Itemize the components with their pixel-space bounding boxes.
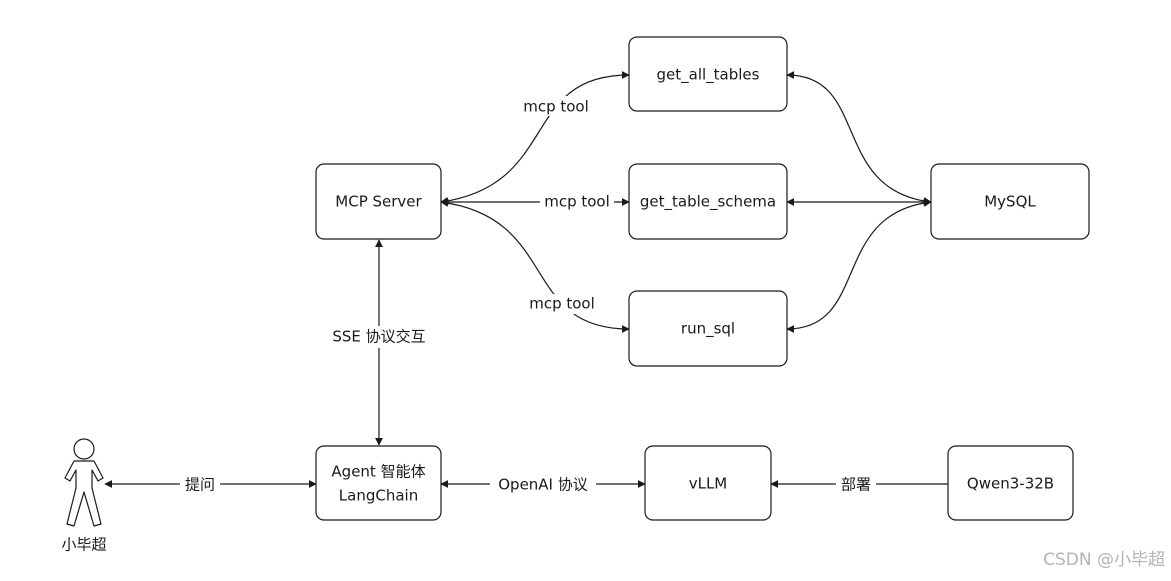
- get-all-tables-label: get_all_tables: [657, 66, 760, 85]
- label-mcp-tool-top: mcp tool: [523, 98, 589, 116]
- label-deploy: 部署: [841, 476, 871, 494]
- node-get-all-tables: get_all_tables: [628, 36, 788, 112]
- mcp-server-label: MCP Server: [335, 193, 422, 211]
- edge-mysql-get-all-tables: [786, 71, 932, 206]
- node-qwen: Qwen3-32B: [947, 445, 1074, 521]
- vllm-label: vLLM: [689, 475, 728, 493]
- watermark: CSDN @小毕超: [1043, 550, 1165, 570]
- get-table-schema-label: get_table_schema: [640, 193, 776, 212]
- node-agent: Agent 智能体 LangChain: [315, 445, 442, 521]
- node-mcp-server: MCP Server: [315, 163, 442, 240]
- node-get-table-schema: get_table_schema: [628, 163, 788, 240]
- run-sql-label: run_sql: [681, 320, 735, 339]
- mysql-label: MySQL: [984, 193, 1036, 211]
- person-icon: [64, 438, 104, 527]
- edge-mysql-run-sql: [786, 198, 932, 333]
- label-sse: SSE 协议交互: [332, 328, 425, 346]
- label-mcp-tool-mid: mcp tool: [544, 193, 610, 211]
- agent-label-line1: Agent 智能体: [331, 463, 425, 481]
- user-label: 小毕超: [61, 536, 106, 554]
- edge-labels: mcp tool mcp tool mcp tool SSE 协议交互 提问 O…: [180, 96, 876, 496]
- node-run-sql: run_sql: [628, 290, 788, 367]
- qwen-label: Qwen3-32B: [967, 475, 1054, 493]
- node-vllm: vLLM: [644, 445, 772, 521]
- label-openai: OpenAI 协议: [498, 476, 588, 494]
- edges: [104, 71, 948, 488]
- user-actor: 小毕超: [61, 438, 107, 554]
- node-mysql: MySQL: [930, 163, 1090, 240]
- edge-mcp-run-sql: [440, 199, 630, 333]
- label-ask: 提问: [185, 476, 215, 494]
- label-mcp-tool-bottom: mcp tool: [529, 295, 595, 313]
- edge-mcp-get-all-tables: [440, 71, 630, 205]
- agent-label-line2: LangChain: [339, 487, 418, 505]
